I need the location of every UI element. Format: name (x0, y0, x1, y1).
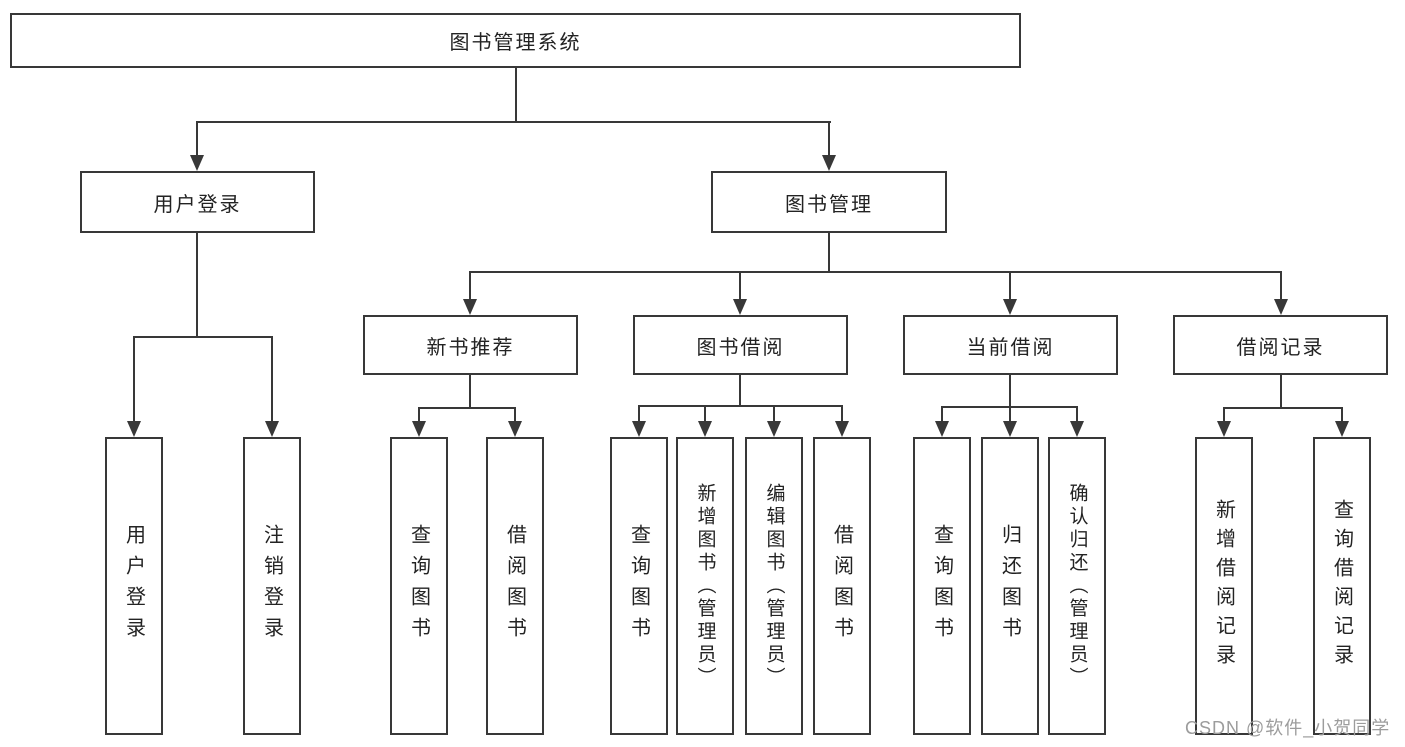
connector-line (469, 271, 1282, 273)
node-new-book-recommend: 新书推荐 (363, 315, 578, 375)
connector-line (515, 68, 517, 123)
arrowhead-down-icon (822, 155, 836, 171)
node-user-login: 用户登录 (105, 437, 163, 735)
node-borrow-books: 借阅图书 (813, 437, 871, 735)
arrowhead-down-icon (1070, 421, 1084, 437)
node-query-books-recommend: 查询图书 (390, 437, 448, 735)
connector-line (469, 271, 471, 301)
arrowhead-down-icon (1003, 421, 1017, 437)
node-current-borrow: 当前借阅 (903, 315, 1118, 375)
connector-line (1223, 407, 1343, 409)
connector-line (196, 121, 831, 123)
arrowhead-down-icon (835, 421, 849, 437)
connector-line (514, 407, 516, 423)
connector-line (828, 121, 830, 157)
connector-line (704, 405, 706, 423)
node-return-book: 归还图书 (981, 437, 1039, 735)
connector-line (1009, 406, 1011, 423)
connector-line (196, 121, 198, 157)
node-add-borrow-record: 新增借阅记录 (1195, 437, 1253, 735)
connector-line (1280, 271, 1282, 301)
connector-line (1341, 407, 1343, 423)
connector-line (638, 405, 843, 407)
arrowhead-down-icon (1003, 299, 1017, 315)
arrowhead-down-icon (935, 421, 949, 437)
node-borrow-records: 借阅记录 (1173, 315, 1388, 375)
node-edit-book-admin: 编辑图书（管理员） (745, 437, 803, 735)
arrowhead-down-icon (698, 421, 712, 437)
connector-line (196, 233, 198, 338)
node-book-borrow: 图书借阅 (633, 315, 848, 375)
connector-line (133, 336, 273, 338)
node-query-books-borrow: 查询图书 (610, 437, 668, 735)
node-borrow-books-recommend: 借阅图书 (486, 437, 544, 735)
node-add-book-admin: 新增图书（管理员） (676, 437, 734, 735)
csdn-watermark: CSDN @软件_小贺同学 (1185, 718, 1391, 738)
arrowhead-down-icon (1217, 421, 1231, 437)
connector-line (773, 405, 775, 423)
connector-line (1076, 406, 1078, 423)
node-query-books-current: 查询图书 (913, 437, 971, 735)
connector-line (739, 271, 741, 301)
connector-line (1009, 375, 1011, 408)
arrowhead-down-icon (508, 421, 522, 437)
node-library-management-system: 图书管理系统 (10, 13, 1021, 68)
arrowhead-down-icon (1274, 299, 1288, 315)
connector-line (941, 406, 943, 423)
connector-line (1009, 271, 1011, 301)
connector-line (828, 233, 830, 273)
connector-line (1280, 375, 1282, 409)
node-logout-login: 注销登录 (243, 437, 301, 735)
node-user-login-branch: 用户登录 (80, 171, 315, 233)
connector-line (739, 375, 741, 407)
arrowhead-down-icon (733, 299, 747, 315)
arrowhead-down-icon (632, 421, 646, 437)
connector-line (1223, 407, 1225, 423)
arrowhead-down-icon (463, 299, 477, 315)
arrowhead-down-icon (412, 421, 426, 437)
connector-line (271, 336, 273, 423)
connector-line (418, 407, 420, 423)
arrowhead-down-icon (265, 421, 279, 437)
connector-line (469, 375, 471, 409)
arrowhead-down-icon (1335, 421, 1349, 437)
connector-line (638, 405, 640, 423)
connector-line (133, 336, 135, 423)
arrowhead-down-icon (767, 421, 781, 437)
connector-line (841, 405, 843, 423)
arrowhead-down-icon (127, 421, 141, 437)
node-book-management-branch: 图书管理 (711, 171, 947, 233)
connector-line (418, 407, 516, 409)
node-confirm-return-admin: 确认归还（管理员） (1048, 437, 1106, 735)
node-query-borrow-record: 查询借阅记录 (1313, 437, 1371, 735)
arrowhead-down-icon (190, 155, 204, 171)
